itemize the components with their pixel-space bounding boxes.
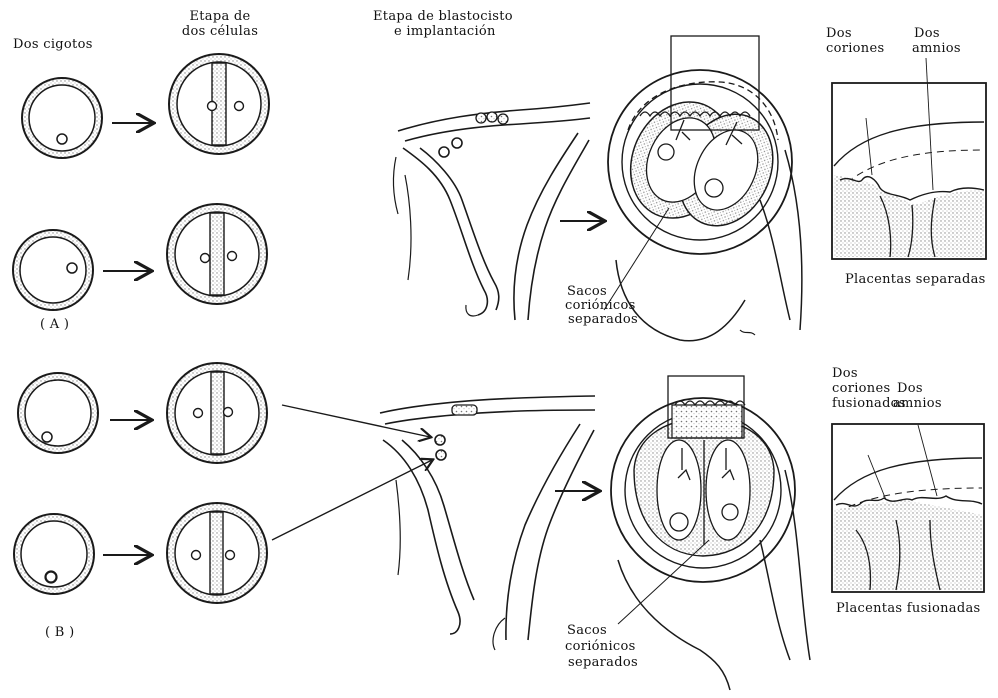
sacs-a-line3: separados	[568, 313, 638, 327]
detail-b-chorions-line1: Dos	[832, 367, 858, 381]
detail-b-amnions-line1: Dos	[897, 382, 923, 396]
detail-b-amnions-line2: amnios	[893, 397, 942, 411]
implanted-sac-a	[604, 36, 802, 341]
sacs-b-line1: Sacos	[567, 624, 607, 638]
heading-two-cell-line2: dos células	[160, 25, 280, 39]
two-cell-a2	[167, 204, 267, 304]
arrows-to-uterus-b	[272, 405, 432, 540]
blastocysts-b	[435, 405, 477, 460]
sacs-a-line2: coriónicos	[565, 299, 636, 313]
sacs-b-line2: coriónicos	[565, 640, 636, 654]
heading-blastocyst-line1: Etapa de blastocisto	[373, 10, 513, 24]
two-cell-b1	[167, 363, 267, 463]
heading-zygotes: Dos cigotos	[13, 38, 93, 52]
arrows-to-two-cell	[103, 123, 152, 555]
detail-a-chorions-line2: coriones	[826, 42, 884, 56]
two-cell-b2	[167, 503, 267, 603]
detail-a-chorions-line1: Dos	[826, 27, 852, 41]
heading-blastocyst-line2: e implantación	[394, 25, 496, 39]
detail-box-a	[832, 58, 986, 259]
detail-a-amnions-line1: Dos	[914, 27, 940, 41]
case-label-b: ( B )	[45, 626, 74, 640]
zygote-a1	[22, 78, 102, 158]
zygote-a2	[13, 230, 93, 310]
detail-a-caption: Placentas separadas	[845, 273, 986, 287]
detail-b-chorions-line2: coriones	[832, 382, 890, 396]
uterus-a	[394, 103, 590, 320]
uterus-b	[380, 396, 595, 650]
implanted-sac-b	[611, 376, 810, 690]
two-cell-a1	[169, 54, 269, 154]
heading-two-cell-line1: Etapa de	[160, 10, 280, 24]
detail-box-b	[832, 424, 984, 592]
case-label-a: ( A )	[40, 318, 69, 332]
detail-b-caption: Placentas fusionadas	[836, 602, 981, 616]
pointer-sacs-a	[604, 208, 669, 310]
sacs-a-line1: Sacos	[567, 285, 607, 299]
zygote-b1	[18, 373, 98, 453]
detail-a-amnions-line2: amnios	[912, 42, 961, 56]
zygote-b2	[14, 514, 94, 594]
sacs-b-line3: separados	[568, 656, 638, 670]
